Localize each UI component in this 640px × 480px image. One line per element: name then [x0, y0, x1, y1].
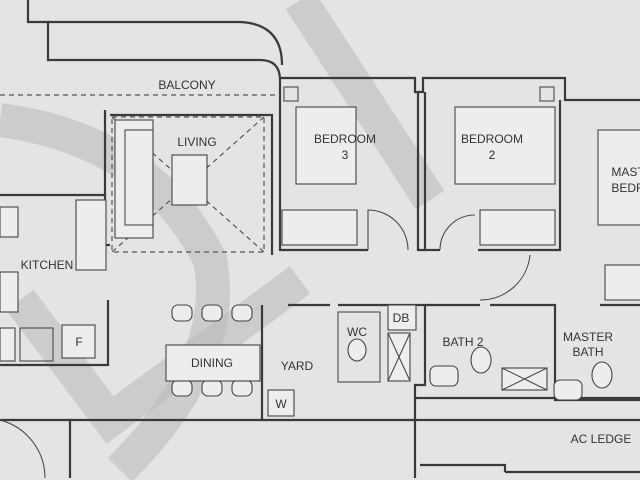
label-db: DB — [393, 311, 410, 325]
bathroom-fixtures — [337, 304, 613, 401]
label-kitchen: KITCHEN — [21, 258, 74, 272]
doors — [0, 209, 531, 479]
living-void-outline — [0, 94, 280, 253]
label-bedroom-3-number: 3 — [342, 148, 349, 162]
label-master-bath: MASTER — [563, 330, 613, 344]
label-dining: DINING — [191, 356, 233, 370]
label-bedroom-2-number: 2 — [489, 148, 496, 162]
label-master-bedroom-2: BEDR — [611, 181, 640, 195]
label-bath-2: BATH 2 — [442, 335, 483, 349]
watermark — [0, 0, 445, 480]
sofa — [114, 119, 154, 239]
bed-bedroom-2 — [454, 86, 556, 246]
label-wc: WC — [347, 325, 367, 339]
label-balcony: BALCONY — [158, 78, 215, 92]
label-master-bedroom: MAST — [611, 165, 640, 179]
fridge-label: F — [75, 335, 82, 349]
label-ac-ledge: AC LEDGE — [571, 432, 632, 446]
kitchen-fixtures — [0, 199, 107, 362]
washer-label: W — [275, 397, 287, 411]
label-master-bath-2: BATH — [572, 345, 603, 359]
label-bedroom-3: BEDROOM — [314, 132, 376, 146]
label-living: LIVING — [177, 135, 216, 149]
bed-bedroom-3 — [281, 86, 358, 246]
room-labels: BALCONY LIVING BEDROOM 3 BEDROOM 2 MAST … — [21, 78, 640, 446]
label-bedroom-2: BEDROOM — [461, 132, 523, 146]
appliances: F W — [75, 335, 295, 417]
dining-table — [165, 304, 261, 397]
label-yard: YARD — [281, 359, 314, 373]
bed-master — [597, 129, 640, 301]
